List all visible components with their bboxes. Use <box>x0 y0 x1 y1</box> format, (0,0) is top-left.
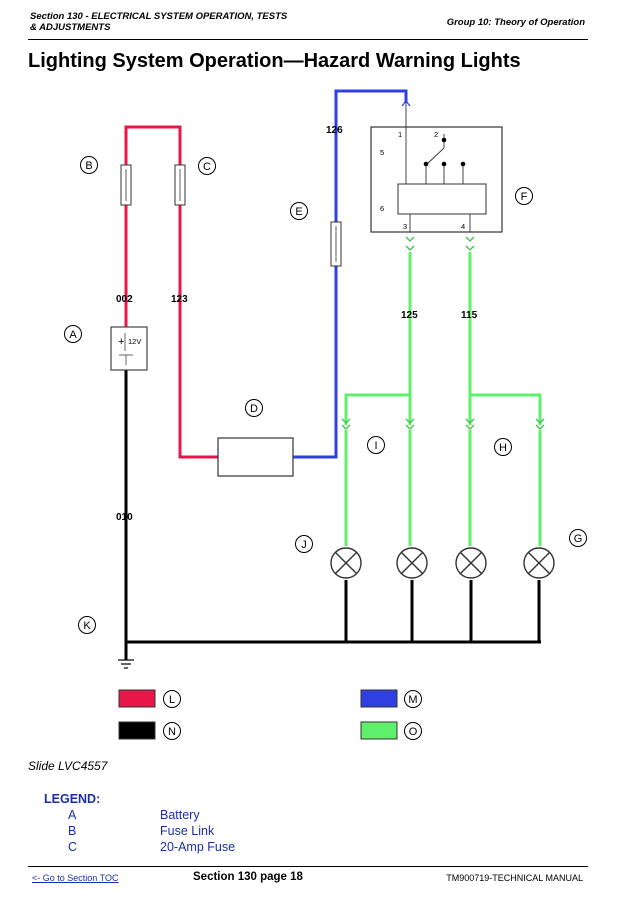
pin-4: 4 <box>461 222 465 231</box>
flasher-module-f: 1 2 3 4 5 6 <box>370 103 503 233</box>
ground-symbol <box>118 659 134 669</box>
wire-label-126: 126 <box>326 125 343 136</box>
callout-f: F <box>515 187 533 205</box>
lamp-g <box>523 547 555 579</box>
swatch-blue <box>360 689 398 708</box>
wire-label-002: 002 <box>116 294 133 305</box>
callout-d: D <box>245 399 263 417</box>
callout-l: L <box>163 690 181 708</box>
slide-id: Slide LVC4557 <box>28 759 108 773</box>
wire-red-top-loop <box>124 125 182 165</box>
section-header: Section 130 - ELECTRICAL SYSTEM OPERATIO… <box>30 11 287 33</box>
footer-divider <box>28 866 588 867</box>
legend-letter-c: C <box>68 840 78 854</box>
blue-wires <box>293 89 408 459</box>
pin-1: 1 <box>398 130 402 139</box>
callout-e: E <box>290 202 308 220</box>
wire-blue-lower <box>293 266 338 459</box>
black-wires <box>124 370 541 660</box>
svg-text:M: M <box>408 694 417 706</box>
fuse-link-b <box>120 164 132 206</box>
legend-text-b: Fuse Link <box>160 824 215 838</box>
hazard-switch-d <box>217 437 294 477</box>
svg-text:I: I <box>374 440 377 452</box>
wire-label-115: 115 <box>461 310 478 321</box>
legend-title: LEGEND: <box>44 792 101 806</box>
svg-text:B: B <box>85 160 92 172</box>
svg-text:A: A <box>69 329 77 341</box>
legend-text-a: Battery <box>160 808 200 822</box>
svg-text:N: N <box>168 726 176 738</box>
callout-b: B <box>80 156 98 174</box>
section-header-line2: & ADJUSTMENTS <box>30 22 111 33</box>
callout-a: A <box>64 325 82 343</box>
green-branch-right <box>468 393 542 425</box>
swatch-green <box>360 721 398 740</box>
fuse-e <box>330 221 342 267</box>
svg-text:G: G <box>574 533 583 545</box>
wire-label-010: 010 <box>116 512 133 523</box>
swatch-black <box>118 721 156 740</box>
swatch-red <box>118 689 156 708</box>
lamp-3 <box>455 547 487 579</box>
callout-j: J <box>295 535 313 553</box>
callout-o: O <box>404 722 422 740</box>
manual-id: TM900719-TECHNICAL MANUAL <box>446 873 583 883</box>
callout-m: M <box>404 690 422 708</box>
green-wires <box>344 252 542 546</box>
svg-text:O: O <box>409 726 418 738</box>
connector-marks <box>341 99 545 430</box>
svg-text:D: D <box>250 403 258 415</box>
battery: + 12V <box>110 326 148 371</box>
header-divider <box>28 39 588 40</box>
battery-plus: + <box>118 336 124 348</box>
red-wires <box>124 125 218 459</box>
wire-126 <box>334 89 408 222</box>
wire-label-123: 123 <box>171 294 188 305</box>
pin-3: 3 <box>403 222 407 231</box>
pin-5: 5 <box>380 148 384 157</box>
legend-letter-a: A <box>68 808 77 822</box>
lamp-j <box>330 547 362 579</box>
fuse-20a-c <box>174 164 186 206</box>
callout-k: K <box>78 616 96 634</box>
svg-text:J: J <box>301 539 307 551</box>
svg-text:H: H <box>499 442 507 454</box>
svg-text:L: L <box>169 694 175 706</box>
battery-voltage: 12V <box>128 337 141 346</box>
green-branch-left <box>344 393 412 425</box>
lamps <box>330 547 555 579</box>
svg-text:C: C <box>203 161 211 173</box>
wire-label-125: 125 <box>401 310 418 321</box>
svg-text:F: F <box>521 191 528 203</box>
callout-c: C <box>198 157 216 175</box>
pin-6: 6 <box>380 204 384 213</box>
section-header-line1: Section 130 - ELECTRICAL SYSTEM OPERATIO… <box>30 11 288 22</box>
lamp-2 <box>396 547 428 579</box>
callout-g: G <box>569 529 587 547</box>
legend-text-c: 20-Amp Fuse <box>160 840 236 854</box>
callout-h: H <box>494 438 512 456</box>
page-number: Section 130 page 18 <box>193 871 303 883</box>
pin-2: 2 <box>434 130 438 139</box>
section-toc-link[interactable]: <- Go to Section TOC <box>32 873 119 883</box>
callout-n: N <box>163 722 181 740</box>
svg-text:E: E <box>295 206 302 218</box>
callout-i: I <box>367 436 385 454</box>
wire-123 <box>178 205 218 459</box>
legend-letter-b: B <box>68 824 77 838</box>
page-title: Lighting System Operation—Hazard Warning… <box>28 50 521 72</box>
group-header: Group 10: Theory of Operation <box>446 17 585 28</box>
svg-text:K: K <box>83 620 91 632</box>
